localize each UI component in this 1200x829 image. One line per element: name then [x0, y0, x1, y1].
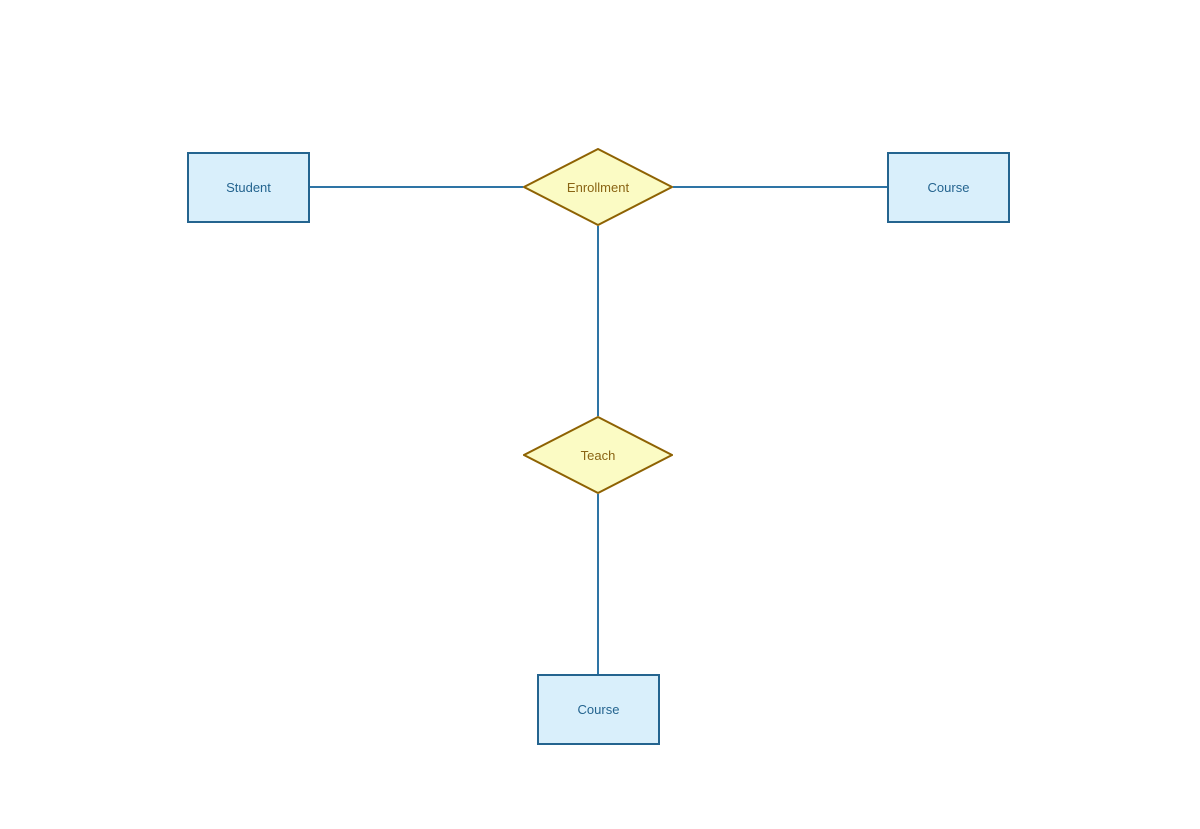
entity-course-right-label: Course [927, 180, 970, 195]
connector-enrollment-teach[interactable] [597, 226, 599, 416]
connector-teach-course[interactable] [597, 494, 599, 674]
entity-student-label: Student [226, 180, 271, 195]
entity-course-bottom[interactable]: Course [537, 674, 660, 745]
relationship-enrollment-label: Enrollment [566, 179, 630, 195]
relationship-teach[interactable]: Teach [523, 416, 673, 494]
diamond-shape [523, 416, 673, 494]
connector-enrollment-course[interactable] [673, 186, 887, 188]
diamond-shape [523, 148, 673, 226]
entity-course-bottom-label: Course [577, 702, 620, 717]
entity-student[interactable]: Student [187, 152, 310, 223]
relationship-teach-label: Teach [580, 447, 616, 463]
relationship-enrollment[interactable]: Enrollment [523, 148, 673, 226]
connector-student-enrollment[interactable] [310, 186, 523, 188]
entity-course-right[interactable]: Course [887, 152, 1010, 223]
